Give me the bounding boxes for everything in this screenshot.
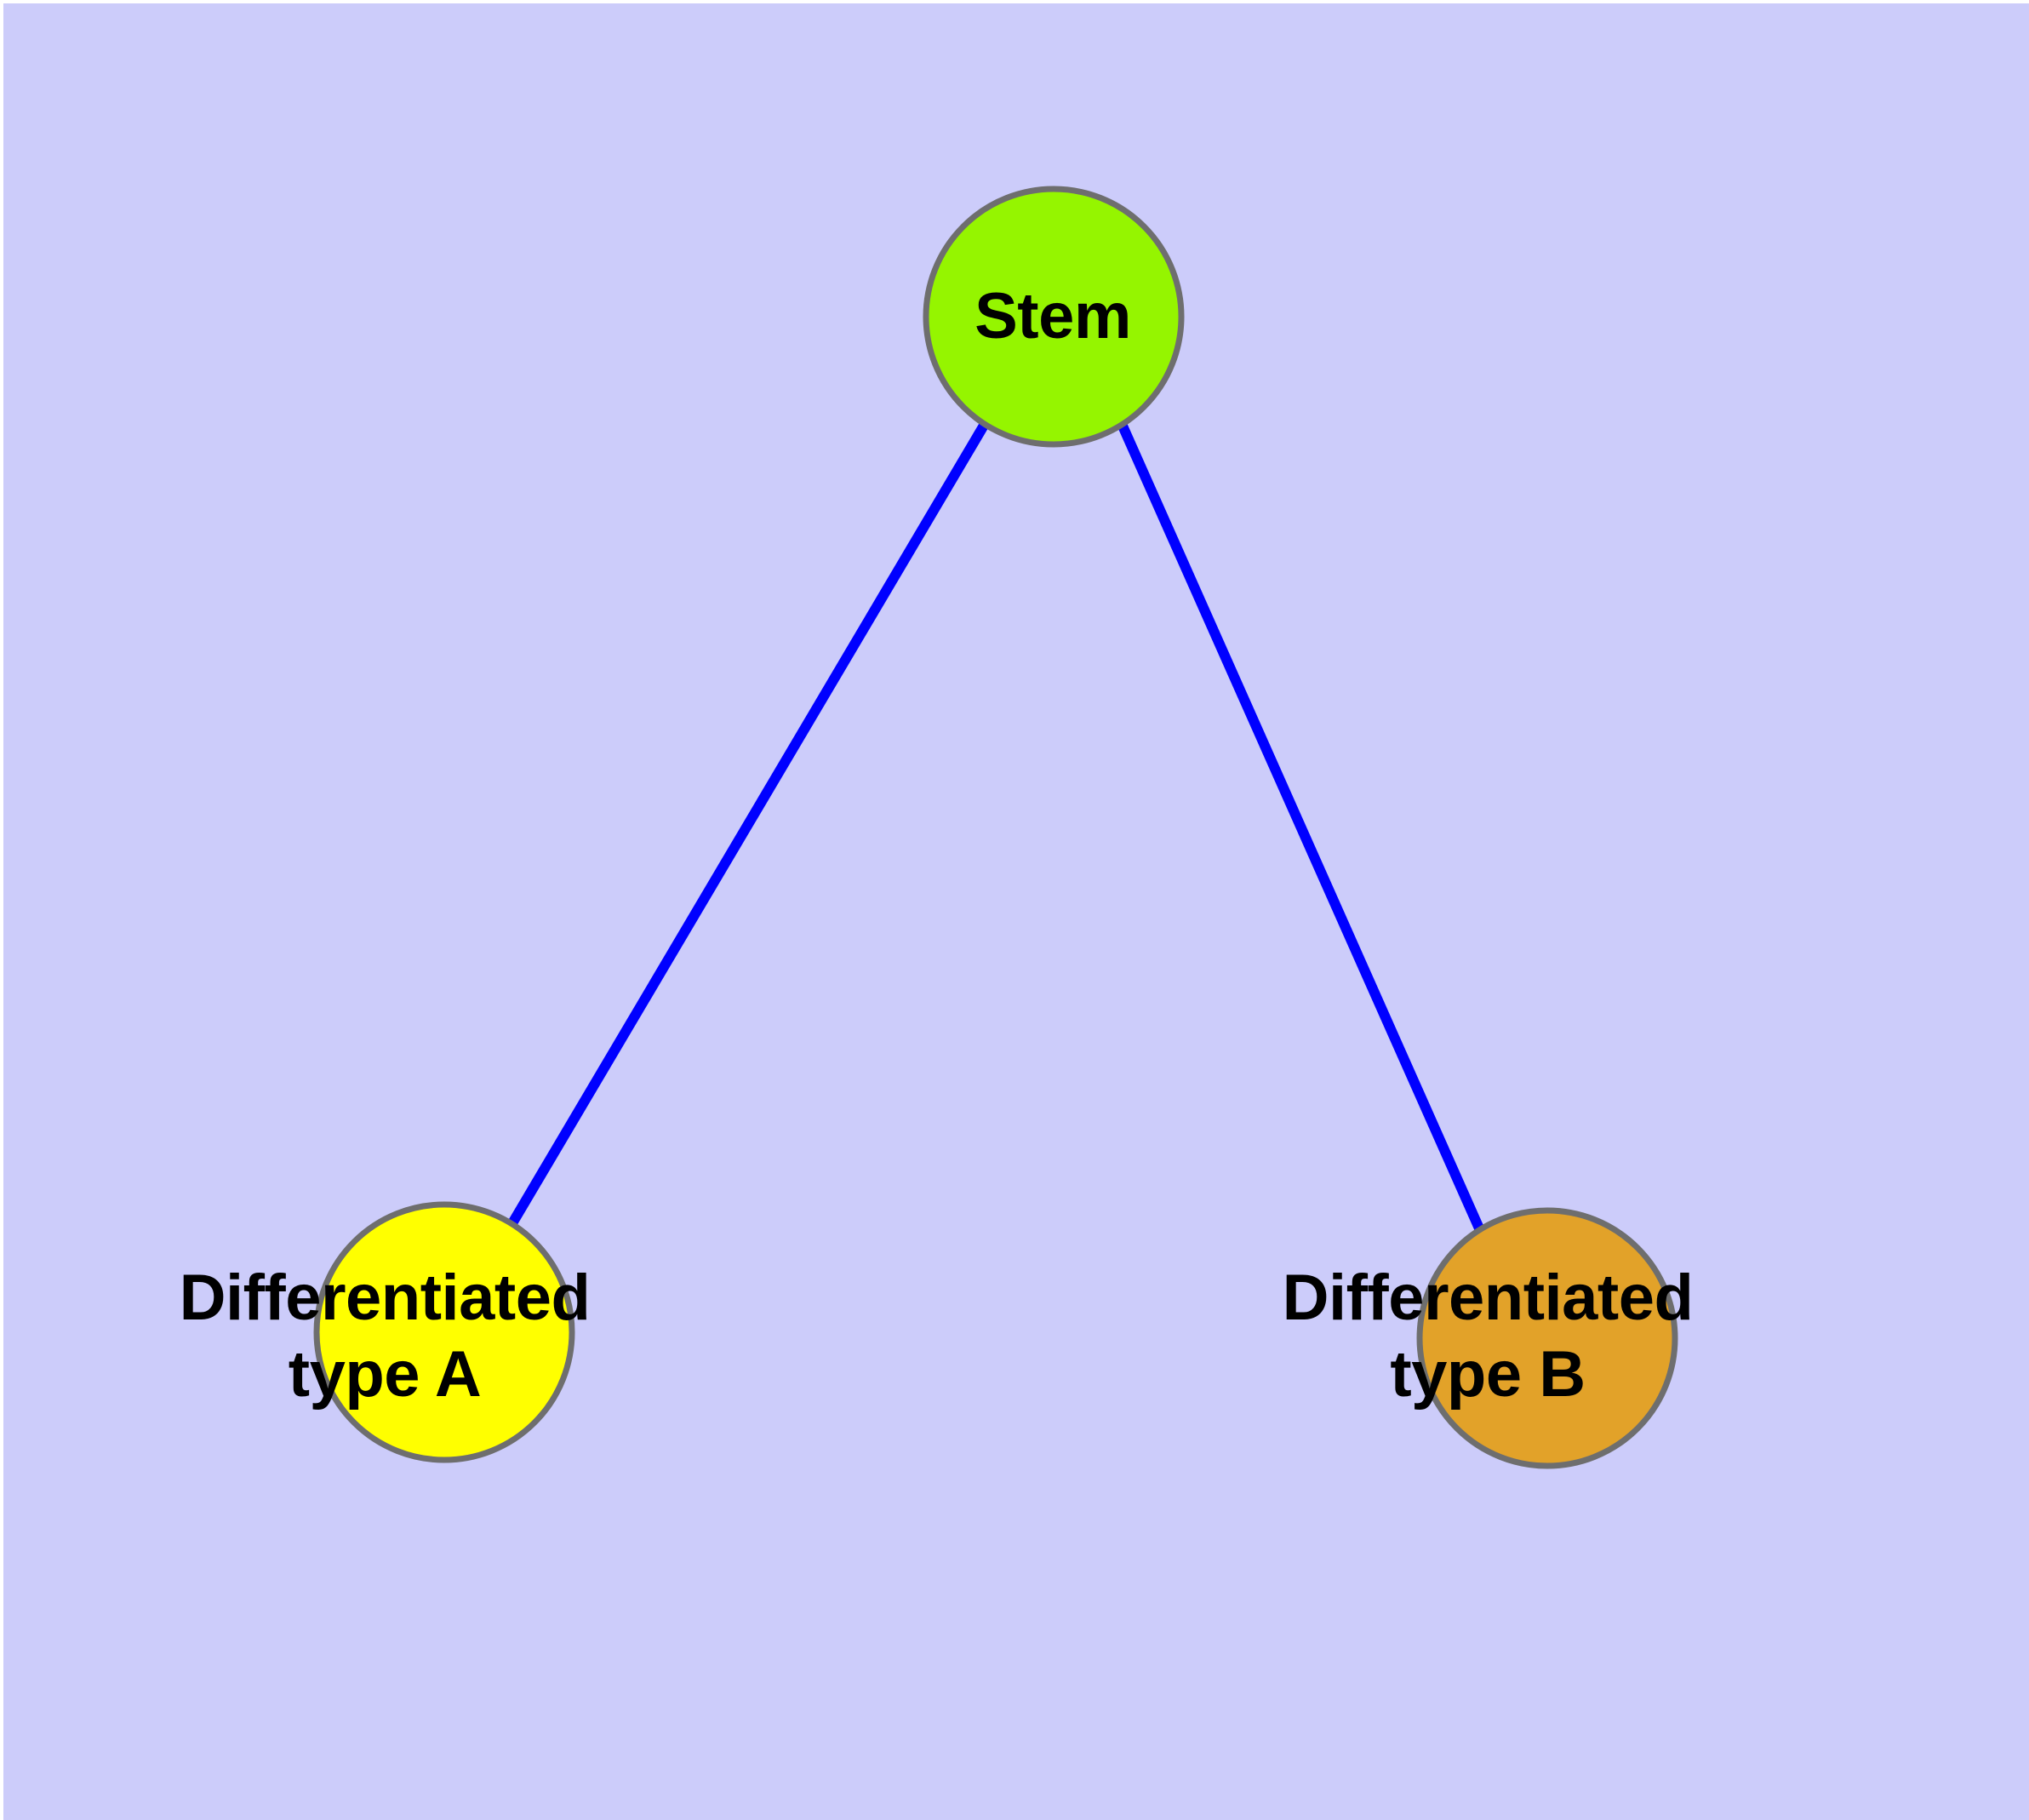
node-diff-a[interactable]	[313, 1201, 575, 1463]
edge-stem-to-diff-b	[1117, 421, 1484, 1231]
nodes-layer	[313, 186, 1678, 1469]
node-stem[interactable]	[923, 186, 1185, 448]
edges-layer	[507, 421, 1484, 1231]
edge-stem-to-diff-a	[507, 421, 990, 1227]
node-diff-b[interactable]	[1416, 1207, 1678, 1469]
